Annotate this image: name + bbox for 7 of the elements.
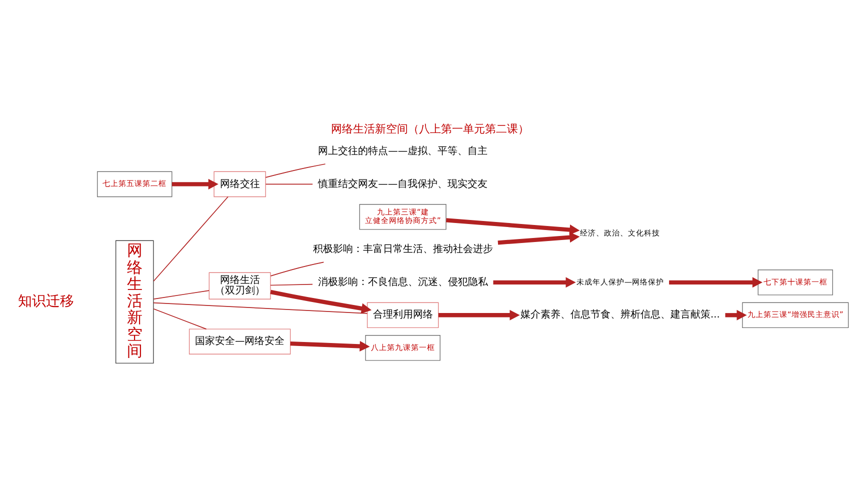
node-text: 网上交往的特点——虚拟、平等、自主: [318, 146, 488, 158]
diagram-title: 网络生活新空间（八上第一单元第二课）: [331, 122, 529, 136]
node-text: 慎重结交网友——自我保护、现实交友: [318, 178, 488, 190]
node-text: 媒介素养、信息节食、辨析信息、建言献策...: [520, 310, 720, 321]
node-text: 积极影响：丰富日常生活、推动社会进步: [312, 244, 493, 256]
node-text: 消极影响：不良信息、沉迷、侵犯隐私: [318, 276, 488, 288]
label: 知识迁移: [18, 293, 74, 310]
